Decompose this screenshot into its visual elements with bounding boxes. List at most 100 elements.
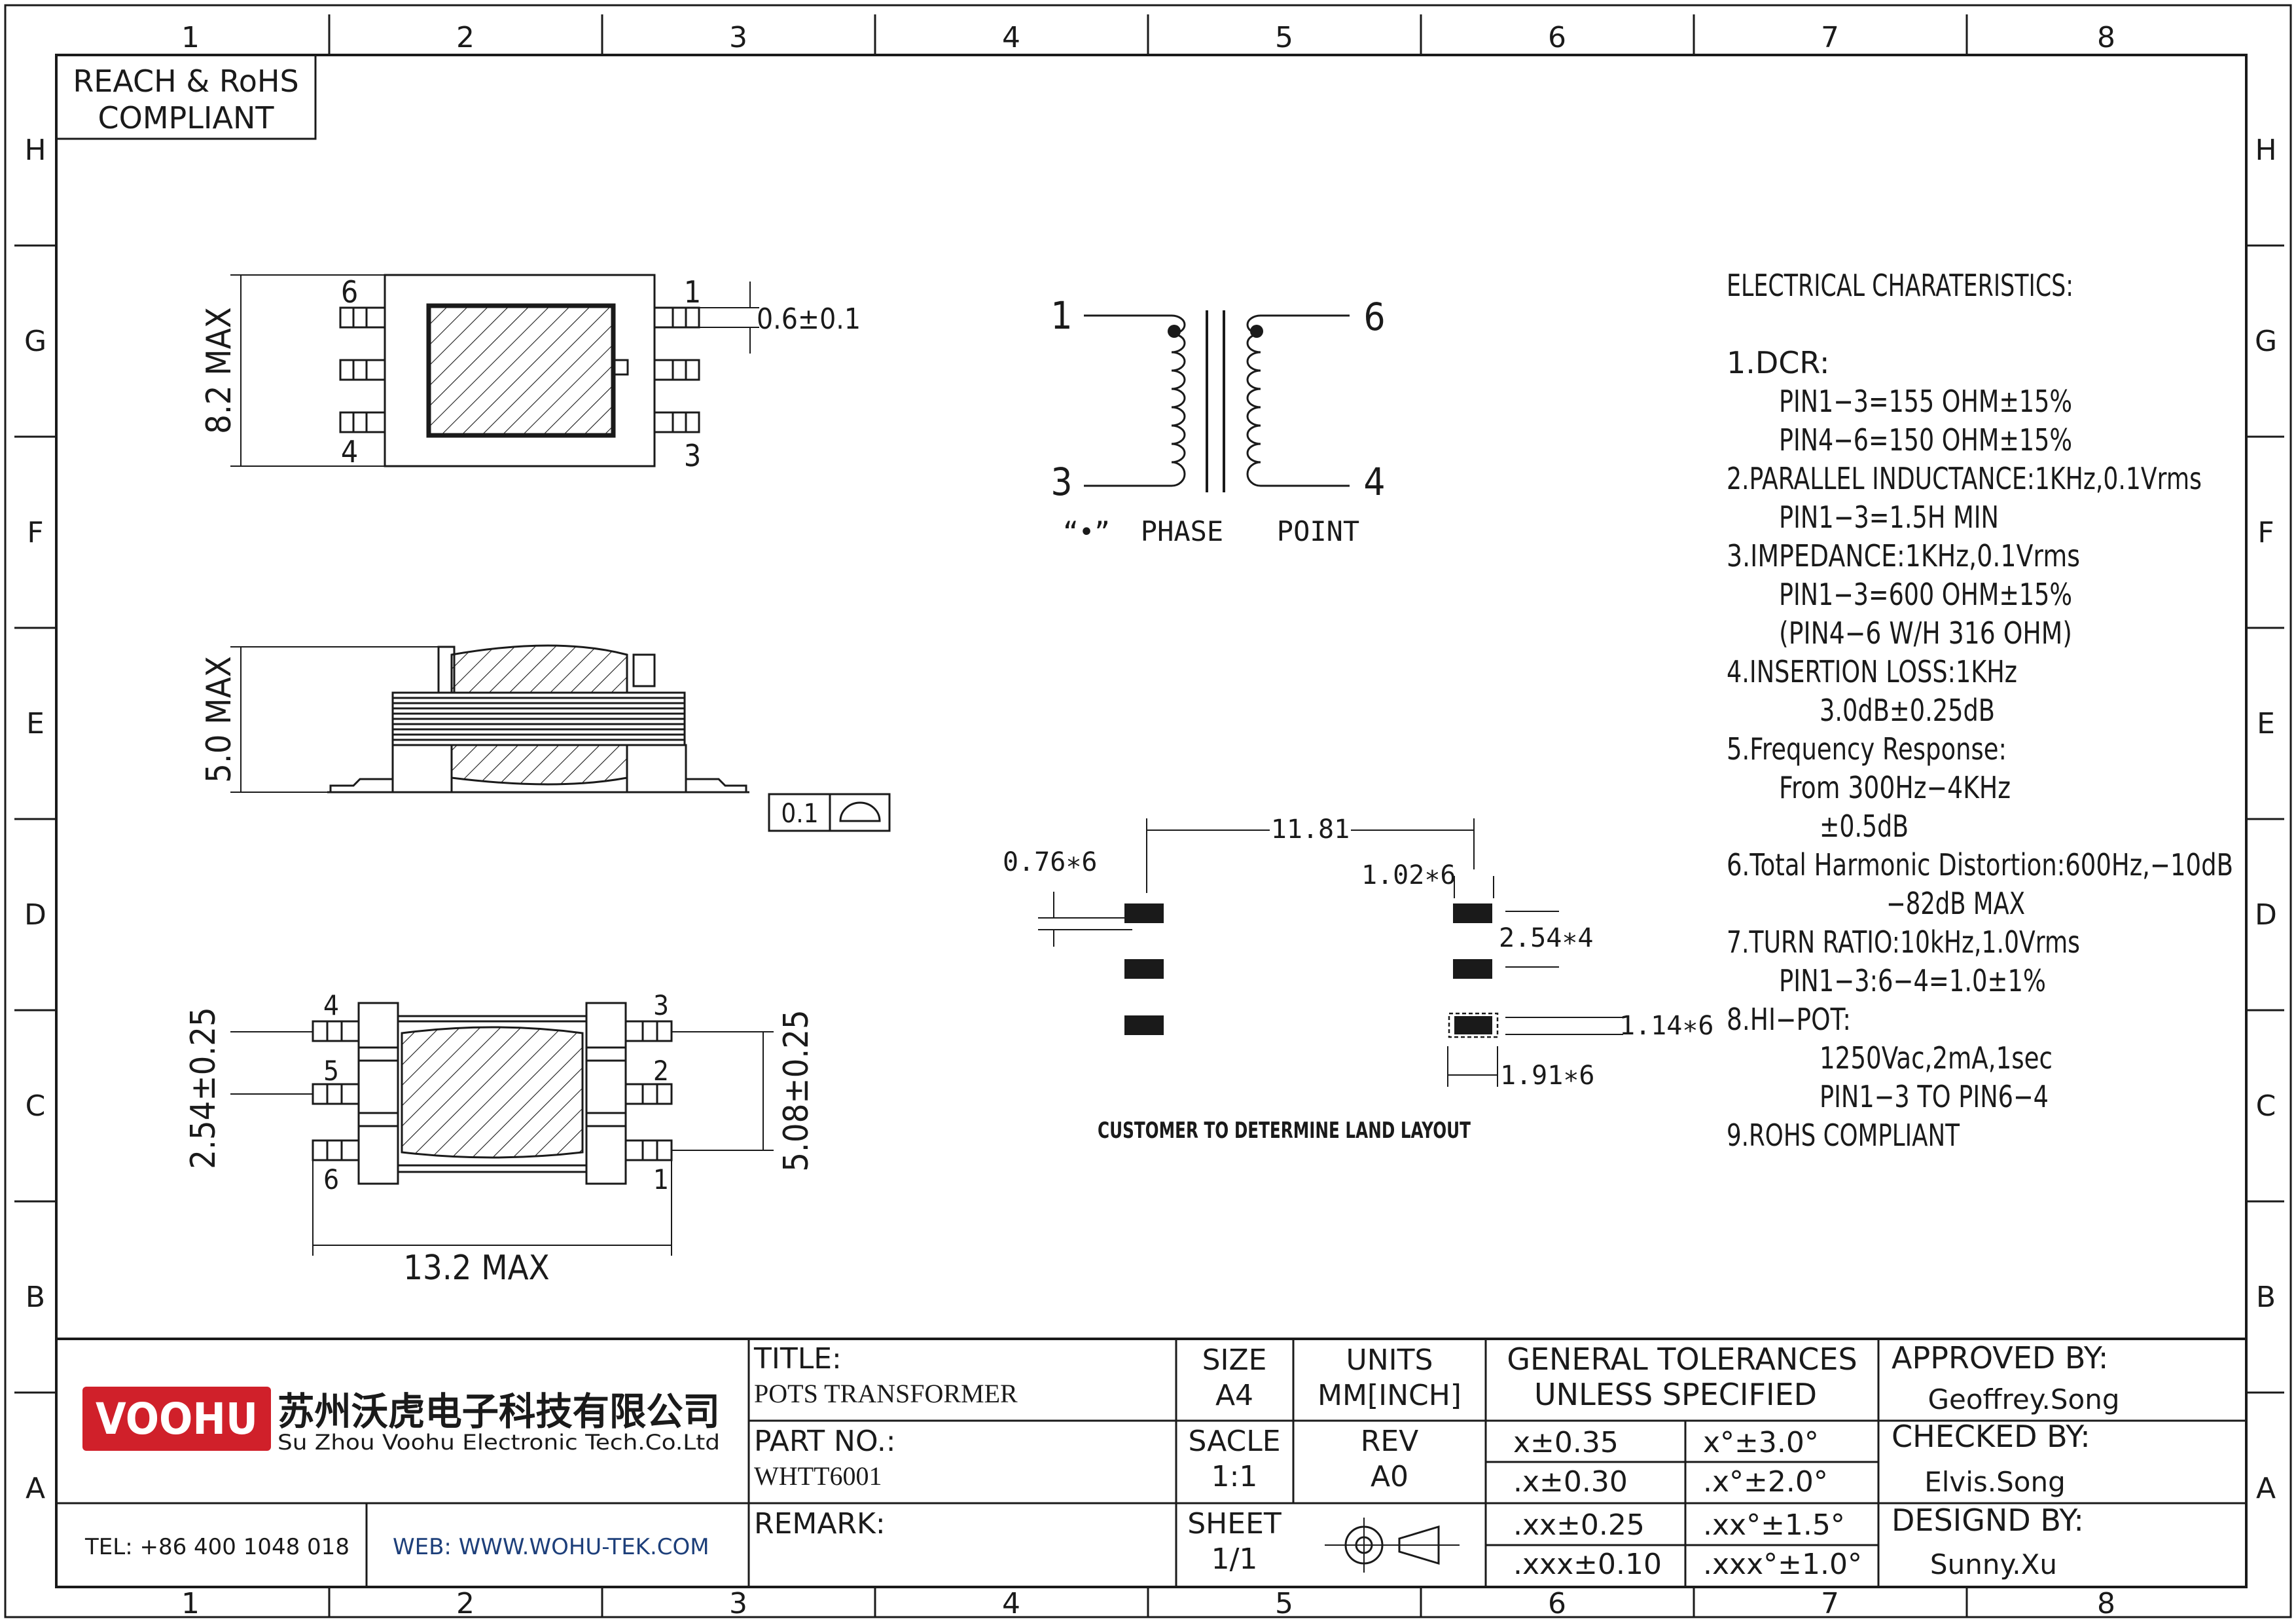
col-label-bottom: 7 xyxy=(1821,1587,1839,1620)
electrical-line: 2.PARALLEL INDUCTANCE:1KHz,0.1Vrms xyxy=(1727,461,2202,496)
schematic-pin-6: 6 xyxy=(1363,295,1385,339)
land-pad-left-3 xyxy=(1124,1015,1164,1035)
tolerance-heading-1: GENERAL TOLERANCES xyxy=(1507,1341,1857,1377)
electrical-line: 8.HI−POT: xyxy=(1727,1002,1851,1037)
electrical-line: PIN1−3=1.5H MIN xyxy=(1779,500,1999,535)
electrical-line: −82dB MAX xyxy=(1886,886,2025,921)
electrical-line: 3.0dB±0.25dB xyxy=(1820,693,1995,728)
electrical-line: PIN1−3=600 OHM±15% xyxy=(1779,577,2072,612)
land-pad-left-2 xyxy=(1124,959,1164,979)
electrical-characteristics: ELECTRICAL CHARATERISTICS: 1.DCR: PIN1−3… xyxy=(1727,268,2233,1153)
tolerance-angular: .xxx°±1.0° xyxy=(1703,1548,1862,1581)
col-label-bottom: 6 xyxy=(1548,1587,1566,1620)
rev-value: A0 xyxy=(1371,1460,1408,1493)
top-view-drawing xyxy=(230,274,759,467)
company-logo-text: VOOHU xyxy=(96,1394,258,1444)
electrical-line: ±0.5dB xyxy=(1820,809,1909,844)
tolerance-heading-2: UNLESS SPECIFIED xyxy=(1534,1377,1817,1412)
row-label-left: G xyxy=(24,325,46,358)
electrical-line: 1250Vac,2mA,1sec xyxy=(1820,1040,2053,1076)
bottom-view-drawing xyxy=(230,1002,774,1256)
electrical-line: 7.TURN RATIO:10kHz,1.0Vrms xyxy=(1727,924,2080,960)
electrical-line: 4.INSERTION LOSS:1KHz xyxy=(1727,654,2017,689)
schematic-pin-4: 4 xyxy=(1363,460,1385,504)
electrical-line: (PIN4−6 W/H 316 OHM) xyxy=(1779,615,2072,651)
approved-label: APPROVED BY: xyxy=(1892,1340,2108,1376)
land-layout-caption: CUSTOMER TO DETERMINE LAND LAYOUT xyxy=(1098,1118,1471,1144)
col-label-bottom: 4 xyxy=(1002,1587,1020,1620)
land-pad-right-3 xyxy=(1454,1016,1492,1034)
designed-value: Sunny.Xu xyxy=(1930,1548,2057,1580)
col-label-top: 4 xyxy=(1002,21,1020,54)
row-label-left: D xyxy=(24,898,46,932)
grid-row-labels: H G F E D C B A H G F E D C B A xyxy=(24,134,2277,1505)
col-label-top: 7 xyxy=(1821,21,1839,54)
size-value: A4 xyxy=(1215,1379,1253,1412)
grid-zone-ticks xyxy=(14,14,2284,1617)
compliance-line-1: REACH & RoHS xyxy=(73,64,298,99)
land-pad-width-left: 0.76∗6 xyxy=(1003,847,1098,877)
title-label: TITLE: xyxy=(753,1342,842,1376)
company-web: WEB: WWW.WOHU-TEK.COM xyxy=(393,1534,709,1560)
land-pad-right-2 xyxy=(1453,959,1492,979)
col-label-top: 6 xyxy=(1548,21,1566,54)
electrical-line: 3.IMPEDANCE:1KHz,0.1Vrms xyxy=(1727,538,2080,574)
transformer-schematic xyxy=(1084,310,1350,492)
units-value: MM[INCH] xyxy=(1318,1379,1462,1412)
electrical-line: 1.DCR: xyxy=(1727,345,1829,380)
tolerance-linear: x±0.35 xyxy=(1513,1426,1619,1459)
title-value: POTS TRANSFORMER xyxy=(754,1379,1018,1408)
side-view-drawing xyxy=(230,644,891,832)
checked-label: CHECKED BY: xyxy=(1892,1419,2090,1454)
tolerance-linear: .xx±0.25 xyxy=(1513,1508,1645,1542)
land-pad-length-dim: 1.91∗6 xyxy=(1500,1061,1595,1091)
bottom-view-pin-3: 3 xyxy=(653,989,669,1021)
compliance-line-2: COMPLIANT xyxy=(98,100,275,136)
land-span-dim: 11.81 xyxy=(1271,814,1350,845)
col-label-top: 5 xyxy=(1275,21,1293,54)
row-label-left: A xyxy=(26,1472,45,1505)
checked-value: Elvis.Song xyxy=(1924,1466,2066,1498)
tolerance-angular: .xx°±1.5° xyxy=(1703,1508,1845,1542)
electrical-line: PIN4−6=150 OHM±15% xyxy=(1779,422,2072,458)
bottom-view-pin-2: 2 xyxy=(653,1055,669,1087)
col-label-bottom: 3 xyxy=(729,1587,747,1620)
electrical-heading: ELECTRICAL CHARATERISTICS: xyxy=(1727,268,2073,303)
land-pad-height-dim: 1.14∗6 xyxy=(1619,1011,1714,1041)
scale-label: SACLE xyxy=(1188,1425,1280,1458)
land-layout-drawing xyxy=(1038,818,1623,1087)
company-name-cn: 苏州沃虎电子科技有限公司 xyxy=(278,1389,720,1434)
electrical-line: PIN1−3=155 OHM±15% xyxy=(1779,384,2072,419)
top-view-height-dim: 8.2 MAX xyxy=(200,307,239,434)
units-label: UNITS xyxy=(1346,1343,1433,1377)
land-pitch-dim: 2.54∗4 xyxy=(1499,923,1594,953)
part-no-value: WHTT6001 xyxy=(754,1461,882,1491)
bottom-view-length-dim: 13.2 MAX xyxy=(403,1249,549,1288)
schematic-pin-1: 1 xyxy=(1050,293,1072,338)
row-label-right: E xyxy=(2257,707,2275,740)
tolerance-linear: .xxx±0.10 xyxy=(1513,1548,1662,1581)
electrical-line: 6.Total Harmonic Distortion:600Hz,−10dB xyxy=(1727,847,2233,883)
bottom-view-pin-5: 5 xyxy=(323,1055,339,1087)
bottom-view-pin-1: 1 xyxy=(653,1163,669,1195)
col-label-bottom: 8 xyxy=(2097,1587,2115,1620)
approved-value: Geoffrey.Song xyxy=(1928,1383,2119,1415)
bottom-view-pin-6: 6 xyxy=(323,1163,339,1195)
row-label-right: H xyxy=(2255,134,2276,167)
projection-symbol-icon xyxy=(1325,1518,1460,1573)
row-label-left: C xyxy=(26,1089,46,1123)
top-view-pin-3: 3 xyxy=(684,438,701,473)
remark-label: REMARK: xyxy=(754,1507,886,1541)
tolerance-linear: .x±0.30 xyxy=(1513,1465,1628,1499)
sheet-label: SHEET xyxy=(1187,1507,1282,1541)
bottom-view-pin-4: 4 xyxy=(323,989,339,1021)
col-label-top: 2 xyxy=(456,21,475,54)
company-logo-badge xyxy=(82,1387,271,1451)
phase-dot-primary xyxy=(1168,325,1181,338)
phase-label-word1: PHASE xyxy=(1141,515,1223,547)
electrical-line: 9.ROHS COMPLIANT xyxy=(1727,1118,1960,1153)
electrical-line: PIN1−3:6−4=1.0±1% xyxy=(1779,963,2046,998)
row-label-right: F xyxy=(2257,516,2274,549)
phase-label-word2: POINT xyxy=(1277,515,1359,547)
row-label-right: A xyxy=(2256,1472,2276,1505)
